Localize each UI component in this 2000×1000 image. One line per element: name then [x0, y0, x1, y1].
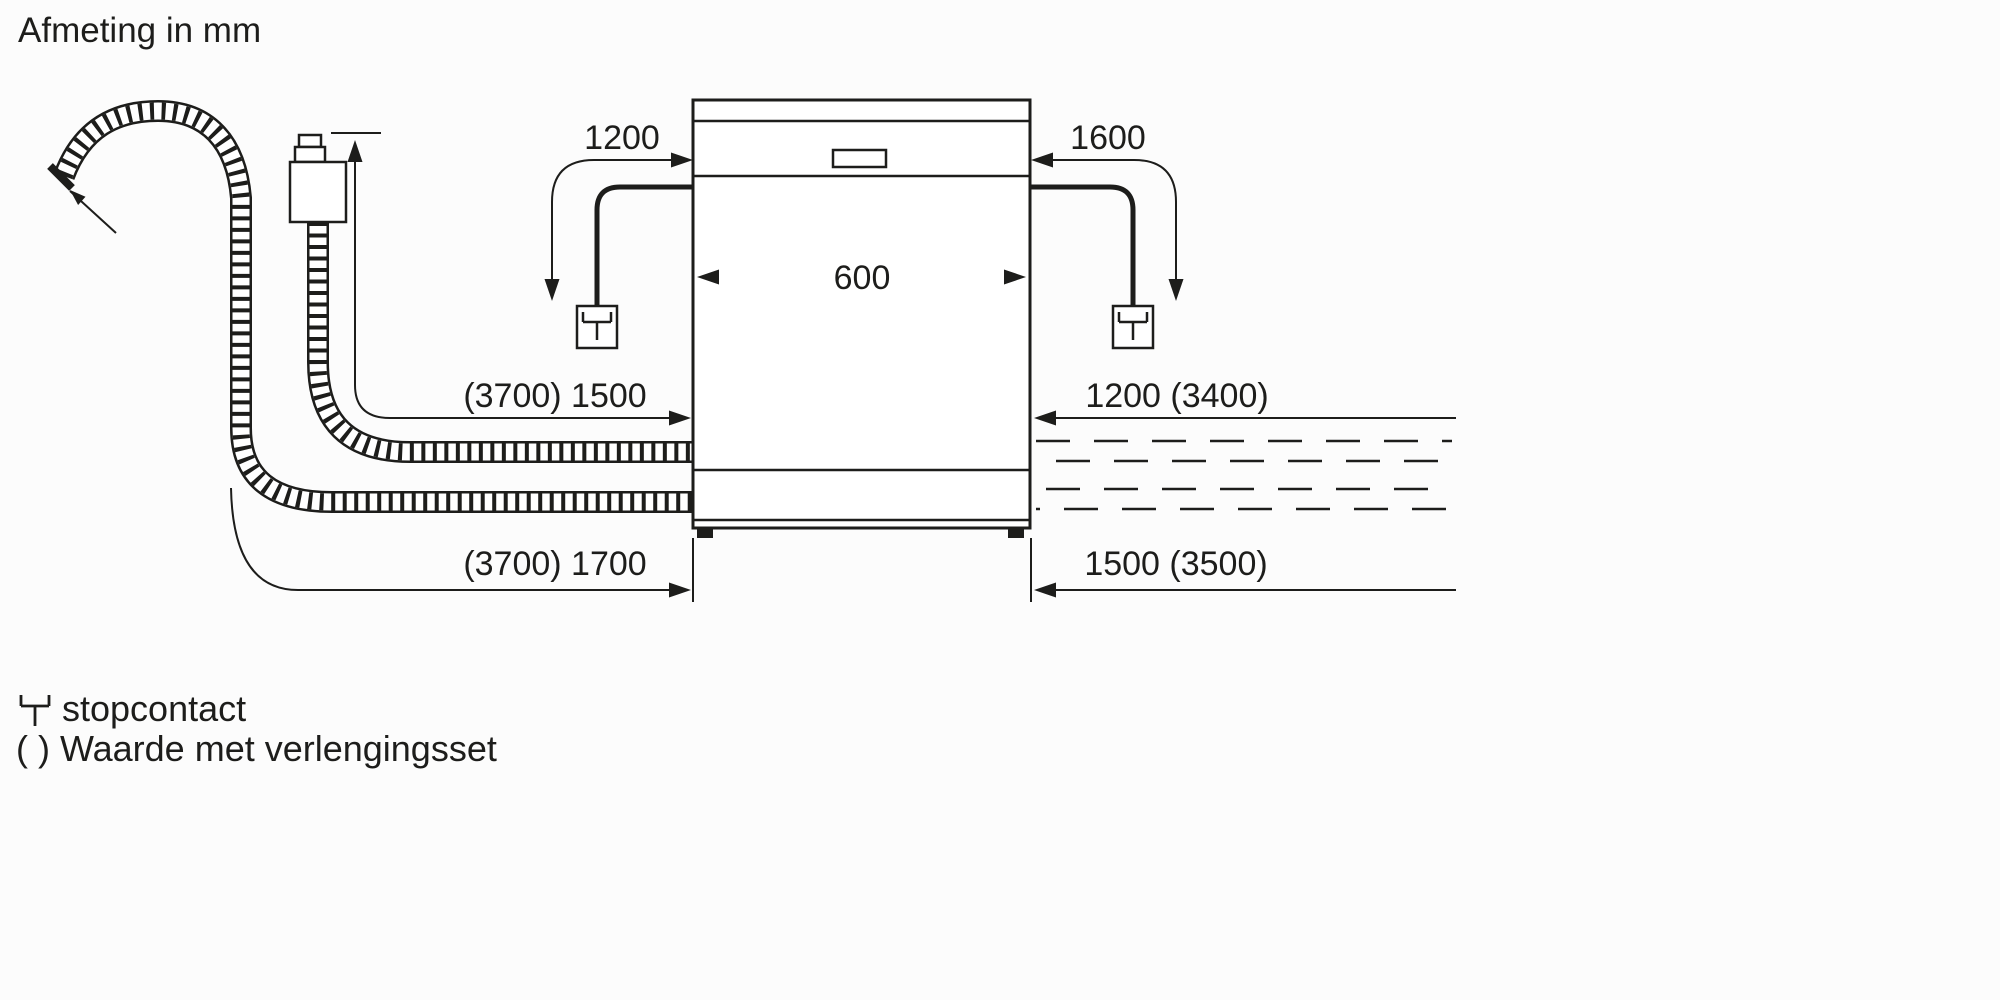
dashed-extension-lines	[1036, 439, 1452, 511]
dimension-mid-left-label: (3700) 1500	[463, 377, 646, 415]
leader-top-right	[1036, 159, 1177, 294]
arrowhead	[1034, 582, 1056, 598]
drain-hose-end-cap	[47, 163, 75, 191]
legend: stopcontact ( ) Waarde met verlengingsse…	[16, 688, 497, 769]
power-socket-icon	[1117, 312, 1149, 340]
arrowhead	[697, 269, 719, 285]
arrowhead	[347, 140, 363, 162]
arrowhead	[1004, 269, 1026, 285]
power-socket-right	[1111, 304, 1155, 350]
aquastop-valve-cap	[297, 133, 323, 149]
dimension-bottom-left-label: (3700) 1700	[463, 545, 646, 583]
dimension-top-right-label: 1600	[1070, 119, 1146, 157]
appliance-front-outline	[691, 98, 1032, 538]
arrowhead	[1168, 279, 1184, 301]
supply-hose	[307, 222, 694, 463]
appliance-body	[691, 98, 1032, 530]
dimension-width-label: 600	[834, 259, 891, 297]
arrowhead	[671, 152, 693, 168]
door-handle	[831, 148, 888, 169]
power-socket-icon	[581, 312, 613, 340]
leader-mid-left	[354, 143, 686, 419]
arrowhead	[544, 279, 560, 301]
page-title: Afmeting in mm	[18, 11, 261, 50]
arrowhead	[669, 410, 691, 426]
legend-socket-label: stopcontact	[62, 688, 246, 729]
arrowhead	[70, 190, 86, 205]
power-cord-right	[1030, 184, 1136, 306]
aquastop-valve-neck	[293, 145, 327, 164]
legend-extension-note: ( ) Waarde met verlengingsset	[16, 728, 497, 769]
dimension-top-left-label: 1200	[584, 119, 660, 157]
arrowhead	[1034, 410, 1056, 426]
foot-left	[697, 528, 713, 538]
aquastop-valve	[288, 133, 348, 224]
dimension-bottom-right-label: 1500 (3500)	[1084, 545, 1267, 583]
power-cord-left	[594, 184, 693, 306]
dimension-mid-right-label: 1200 (3400)	[1085, 377, 1268, 415]
leader-bottom-left	[230, 487, 686, 591]
drain-hose	[47, 99, 694, 513]
leader-top-left	[551, 159, 688, 294]
power-socket-left	[575, 304, 619, 350]
power-socket-icon	[19, 695, 51, 726]
dimension-arrowheads	[70, 140, 1184, 598]
arrowhead	[1031, 152, 1053, 168]
arrowhead	[669, 582, 691, 598]
aquastop-valve-body	[288, 160, 348, 224]
foot-right	[1008, 528, 1024, 538]
